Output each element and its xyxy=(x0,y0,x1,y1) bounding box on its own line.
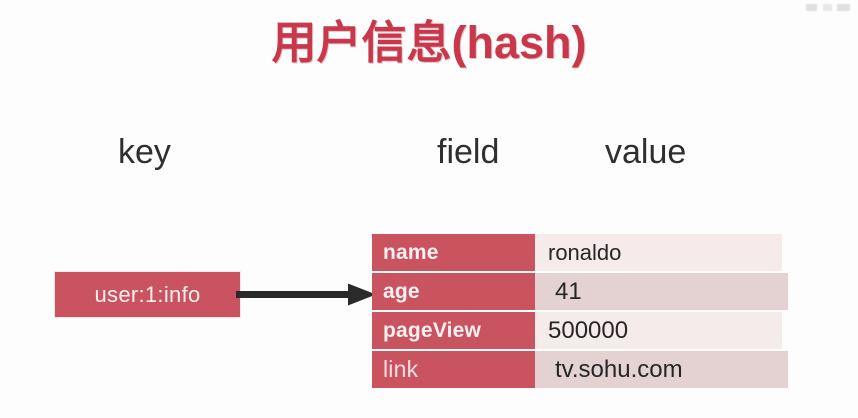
value-label: ronaldo xyxy=(548,239,622,265)
value-cell: 500000 xyxy=(535,312,782,349)
field-cell: pageView xyxy=(372,312,535,349)
field-cell: link xyxy=(372,351,535,388)
key-box-label: user:1:info xyxy=(94,281,201,307)
value-cell: 41 xyxy=(535,273,788,310)
field-label: pageView xyxy=(383,318,482,342)
field-cell: name xyxy=(372,234,535,271)
value-cell: ronaldo xyxy=(535,234,782,271)
key-box: user:1:info xyxy=(55,272,240,317)
caption-key: key xyxy=(118,133,171,171)
value-cell: tv.sohu.com xyxy=(535,351,788,388)
caption-field: field xyxy=(437,133,500,171)
caption-value: value xyxy=(605,133,687,171)
hash-table: name ronaldo age 41 pageView 500000 link… xyxy=(372,232,788,392)
value-label: 41 xyxy=(555,277,582,305)
value-label: 500000 xyxy=(548,316,629,344)
page-title: 用户信息(hash) xyxy=(271,17,587,68)
value-label: tv.sohu.com xyxy=(555,355,683,383)
arrow-right-icon xyxy=(236,283,376,307)
field-cell: age xyxy=(372,273,535,310)
field-label: name xyxy=(383,240,439,264)
field-label: age xyxy=(383,279,420,303)
watermark-artifact xyxy=(806,4,850,11)
field-label: link xyxy=(383,356,419,382)
